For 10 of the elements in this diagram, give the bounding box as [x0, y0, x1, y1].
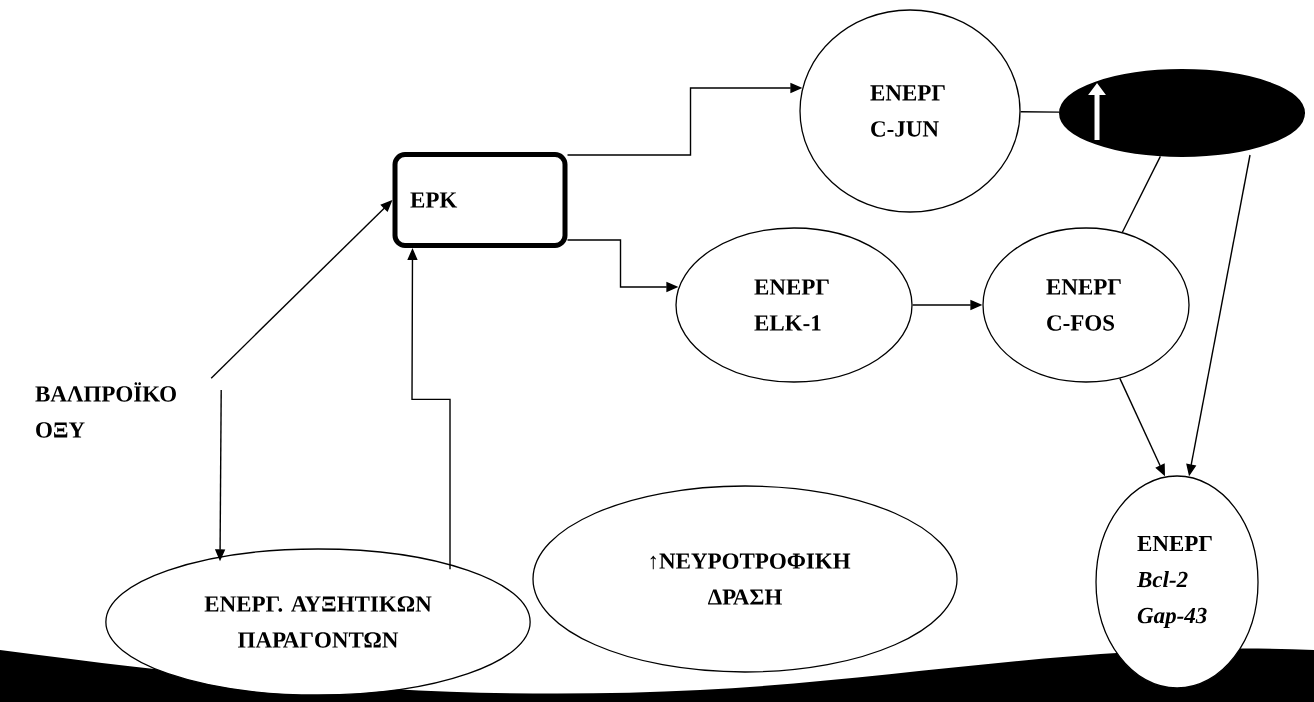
node-label: ΕΝΕΡΓ Bcl-2 Gap-43 [1136, 536, 1212, 628]
ellipse-node: ↑ΝΕΥΡΟΤΡΟΦΙΚΗ ΔΡΑΣΗ [532, 485, 958, 673]
node-label: ΕΝΕΡΓ. ΑΥΞΗΤΙΚΩΝ ΠΑΡΑΓΟΝΤΩΝ [204, 596, 432, 648]
ellipse-node: ΕΝΕΡΓ ELK-1 [675, 227, 913, 383]
ellipse-node: ΕΝΕΡΓ. ΑΥΞΗΤΙΚΩΝ ΠΑΡΑΓΟΝΤΩΝ [105, 548, 531, 696]
text-label: ΒΑΛΠΡΟΪΚΟ ΟΞΥ [35, 382, 176, 438]
process-box: ΕΡΚ [392, 152, 568, 248]
ellipse-node: ΕΝΕΡΓ C-FOS [982, 227, 1190, 383]
ellipse-node: ΕΝΕΡΓ Bcl-2 Gap-43 [1095, 475, 1259, 689]
ellipse-node: ΕΝΕΡΓ C-JUN [799, 9, 1021, 213]
